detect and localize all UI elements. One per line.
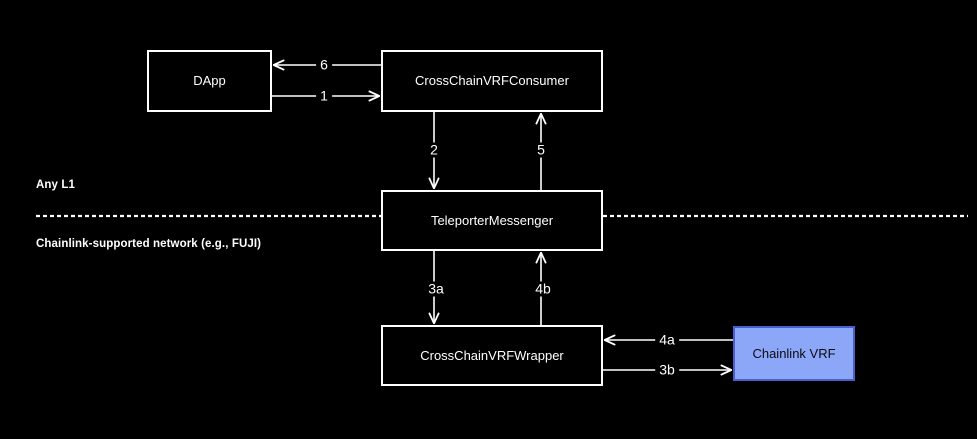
edge-label-4a: 4a [655,332,679,348]
edge-label-5: 5 [533,142,549,158]
node-crosschainvrfconsumer[interactable]: CrossChainVRFConsumer [381,50,603,112]
zone-label-chainlink-network: Chainlink-supported network (e.g., FUJI) [36,238,262,250]
node-teleportermessenger[interactable]: TeleporterMessenger [381,190,603,251]
node-crosschainvrfconsumer-label: CrossChainVRFConsumer [415,73,569,89]
node-dapp-label: DApp [193,73,226,89]
edge-label-3a: 3a [424,281,448,297]
node-crosschainvrfwrapper[interactable]: CrossChainVRFWrapper [381,325,603,386]
node-dapp[interactable]: DApp [147,50,272,112]
edge-label-2: 2 [426,142,442,158]
edge-label-6: 6 [316,57,332,73]
node-crosschainvrfwrapper-label: CrossChainVRFWrapper [420,347,564,363]
edge-label-4b: 4b [531,281,555,297]
zone-label-any-l1: Any L1 [36,179,75,191]
node-teleportermessenger-label: TeleporterMessenger [430,212,554,228]
node-chainlink-vrf-label: Chainlink VRF [752,345,836,361]
edge-label-1: 1 [316,88,332,104]
edge-label-3b: 3b [655,362,679,378]
node-chainlink-vrf[interactable]: Chainlink VRF [733,326,855,381]
